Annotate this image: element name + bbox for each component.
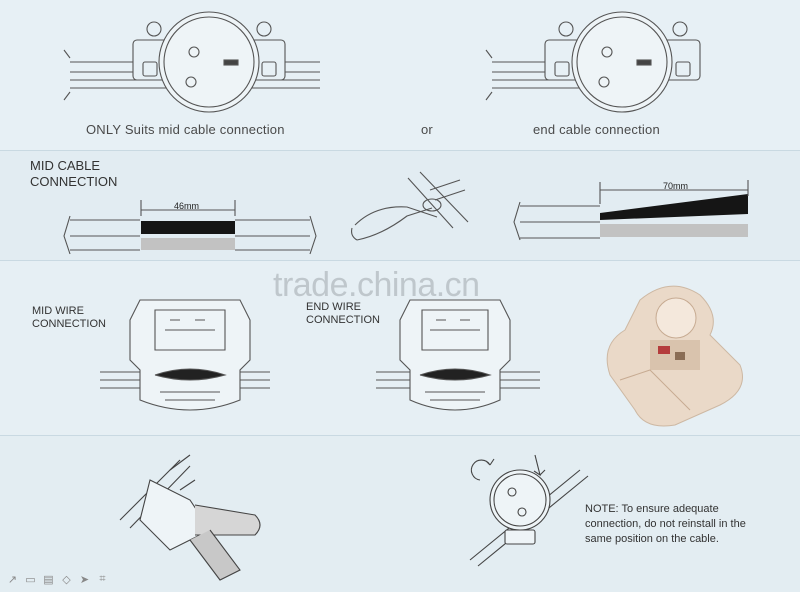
hands-installation-drawing xyxy=(119,454,261,581)
installation-note: NOTE: To ensure adequate connection, do … xyxy=(585,503,746,545)
divider xyxy=(0,150,800,151)
socket-reinstall-drawing xyxy=(469,454,589,567)
caption-or: or xyxy=(421,122,433,137)
mid-cable-title-line1: MID CABLE xyxy=(30,158,101,173)
mid-wire-title-line2: CONNECTION xyxy=(32,318,106,330)
divider xyxy=(0,435,800,436)
end-wire-connection-drawing xyxy=(376,299,540,411)
image-toolbar: ↗ ▭ ▤ ◇ ➤ ⌗ xyxy=(6,573,109,586)
crop-icon[interactable]: ⌗ xyxy=(99,573,106,585)
divider xyxy=(0,260,800,261)
print-icon[interactable]: ▤ xyxy=(43,574,54,586)
wire-cutter-drawing xyxy=(351,171,469,241)
socket-end-cable-drawing xyxy=(485,11,701,113)
end-strip-drawing xyxy=(513,180,749,241)
mid-cable-title-line2: CONNECTION xyxy=(30,174,118,189)
caption-mid-cable: ONLY Suits mid cable connection xyxy=(86,122,285,137)
strip-length-label: 46mm xyxy=(174,201,200,211)
save-icon[interactable]: ▭ xyxy=(25,574,36,586)
end-wire-title-line1: END WIRE xyxy=(306,301,361,313)
end-wire-title-line2: CONNECTION xyxy=(306,314,380,326)
watermark: trade.china.cn xyxy=(273,266,480,304)
note-panel xyxy=(0,435,800,592)
end-strip-length-label: 70mm xyxy=(663,181,689,191)
mid-wire-title-line1: MID WIRE xyxy=(32,305,84,317)
connector-photo xyxy=(606,285,743,427)
mid-wire-connection-drawing xyxy=(100,299,270,411)
cursor-icon[interactable]: ➤ xyxy=(79,574,90,586)
caption-end-cable: end cable connection xyxy=(533,122,660,137)
mid-strip-drawing xyxy=(63,200,317,255)
pointer-icon[interactable]: ↗ xyxy=(7,574,18,586)
socket-mid-cable-drawing xyxy=(63,11,320,113)
tag-icon[interactable]: ◇ xyxy=(62,574,71,586)
